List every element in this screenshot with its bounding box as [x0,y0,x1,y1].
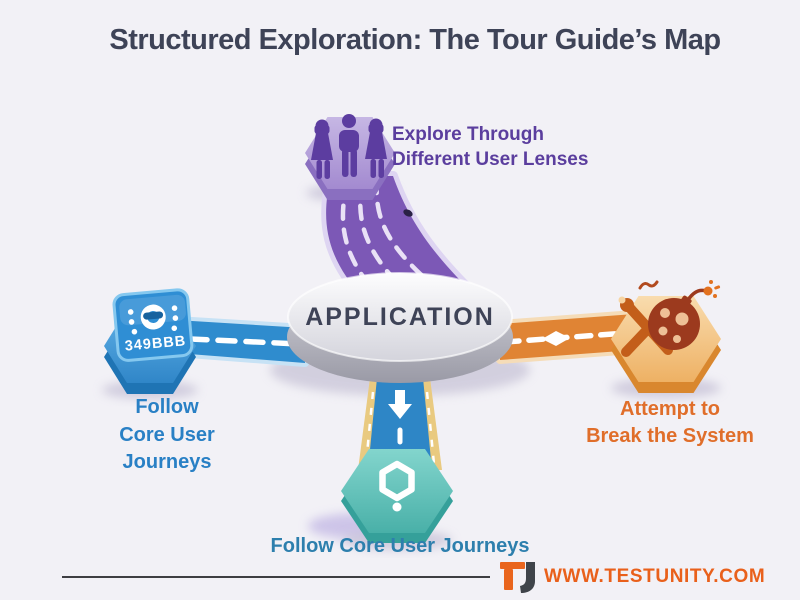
label-attempt-break-system: Attempt to Break the System [586,398,754,447]
top-hexagon-platform [305,114,395,200]
left-hexagon-platform: 349BBB [104,288,196,394]
application-platform [287,272,513,383]
bomb-and-wrench-icon [618,280,721,357]
testunity-logo-mark [500,562,535,593]
bottom-hexagon-platform [341,449,453,543]
application-label: APPLICATION [305,303,495,331]
down-arrow-icon [388,390,412,419]
road-bottom-blue [358,378,442,471]
hex-pin-icon [379,460,415,512]
page-title: Structured Exploration: The Tour Guide’s… [109,24,721,56]
testunity-logo [498,556,538,596]
label-explore-user-lenses: Explore Through Different User Lenses [392,124,589,171]
three-users-icon [311,114,387,179]
label-follow-core-journeys-bottom: Follow Core User Journeys [270,535,530,557]
sign-text: 349BBB [124,333,187,354]
tiny-car-icon [403,209,413,217]
footer-divider-line [62,576,490,578]
road-sign-349BBB-icon: 349BBB [112,288,194,362]
right-hexagon-platform [611,280,721,393]
footer-url: WWW.TESTUNITY.COM [544,566,766,587]
label-follow-core-journeys-left: Follow Core User Journeys [119,396,215,474]
road-diamond-marking [542,331,570,346]
